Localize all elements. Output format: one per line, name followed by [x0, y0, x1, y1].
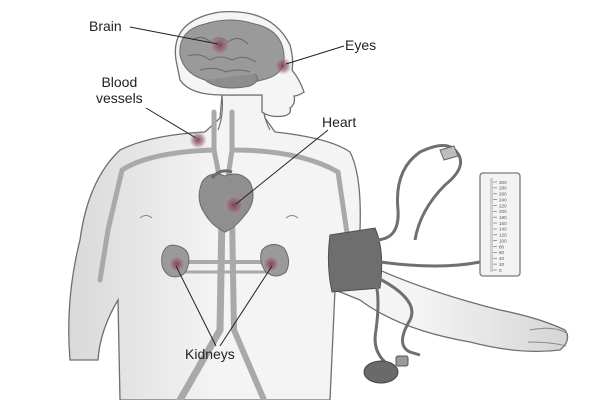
gauge-tick-label: 20	[499, 262, 505, 267]
gauge-tick-label: 0	[499, 268, 502, 273]
gauge-tick-label: 160	[499, 221, 507, 226]
gauge-tick-label: 280	[499, 186, 507, 191]
gauge-tick-label: 80	[499, 244, 505, 249]
gauge-tick-label: 200	[499, 209, 507, 214]
heart-organ	[198, 169, 254, 233]
blood-pressure-cuff	[327, 144, 481, 384]
gauge-tick-label: 60	[499, 250, 505, 255]
gauge-tick-label: 40	[499, 256, 505, 261]
gauge-tick-label: 260	[499, 192, 507, 197]
label-kidneys: Kidneys	[185, 346, 235, 362]
label-eyes: Eyes	[345, 37, 377, 53]
gauge-tick-label: 240	[499, 197, 507, 202]
brain-organ	[179, 19, 285, 89]
gauge-tick-label: 100	[499, 238, 507, 243]
kidneys-organ	[161, 244, 290, 278]
gauge-tick-label: 140	[499, 227, 507, 232]
gauge-tick-labels: 3002802602402202001801601401201008060402…	[493, 180, 507, 273]
label-blood-vessels-line2: vessels	[96, 90, 143, 106]
gauge-tick-label: 120	[499, 233, 507, 238]
gauge-tick-label: 180	[499, 215, 507, 220]
label-heart: Heart	[322, 114, 357, 130]
label-blood-vessels: Blood vessels	[96, 74, 143, 106]
pressure-gauge: 3002802602402202001801601401201008060402…	[479, 172, 521, 277]
label-blood-vessels-line1: Blood	[101, 74, 138, 90]
gauge-tick-label: 220	[499, 203, 507, 208]
eye-highlight	[274, 57, 292, 75]
leader-lines	[129, 26, 345, 347]
label-brain: Brain	[89, 18, 122, 34]
gauge-tick-label: 300	[499, 180, 507, 185]
